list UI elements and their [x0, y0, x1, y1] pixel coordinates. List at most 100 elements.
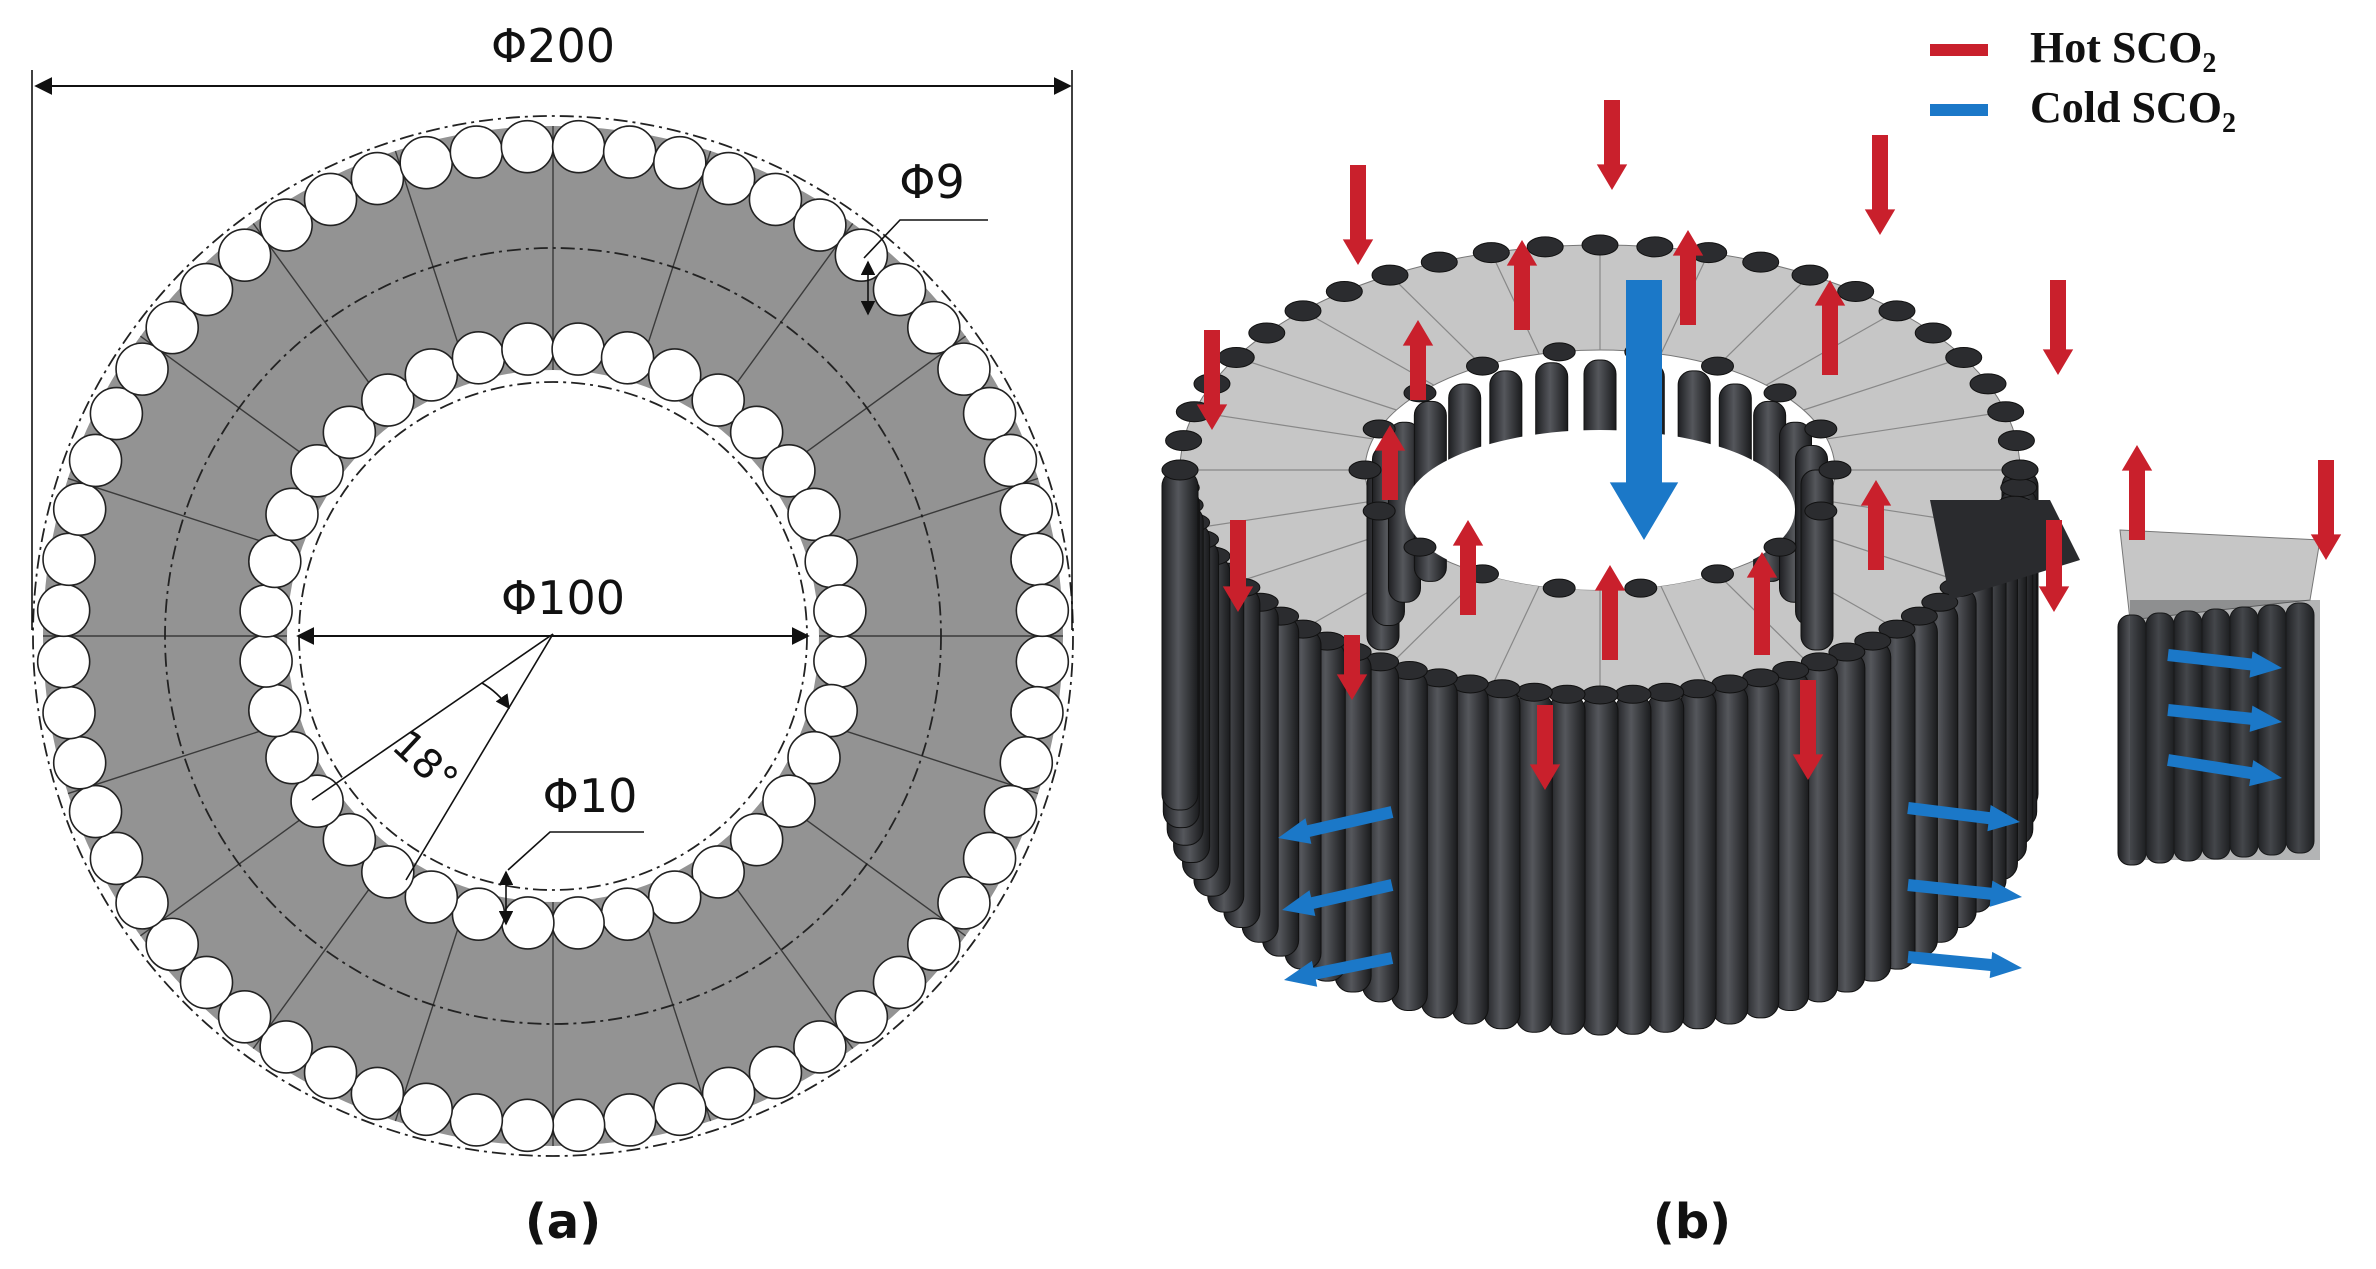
inner-rim-cap [1403, 537, 1437, 557]
tube-top-cap [1647, 682, 1685, 702]
hot-up-arrow [1594, 565, 1626, 660]
outer-channel-hole [259, 198, 313, 252]
hot-up-arrow [1672, 230, 1704, 325]
outer-channel-hole [551, 1098, 606, 1153]
segment-top [2119, 529, 2321, 621]
hot-down-arrow [2042, 280, 2074, 375]
inner-opening [1405, 430, 1795, 590]
inner-channel-hole [691, 373, 745, 427]
cold-side-arrow [1284, 952, 1394, 987]
inner-channel-hole [762, 444, 816, 498]
hot-up-arrow [1746, 552, 1778, 655]
back-rim-cap [1791, 264, 1829, 286]
outer-channel-hole [89, 386, 144, 441]
top-face-sector-line [1194, 411, 1374, 440]
top-face-sector-line [1660, 585, 1710, 688]
cold-side-arrow [1278, 806, 1394, 844]
hot-down-arrow [1336, 635, 1368, 700]
outer-wall-tube [1614, 693, 1652, 1035]
back-rim-cap [1472, 242, 1510, 264]
legend-hot-swatch [1930, 44, 1988, 56]
outer-channel-hole [350, 151, 405, 206]
inner-channel-hole [551, 322, 605, 376]
hot-down-arrow [2038, 520, 2070, 612]
inner-channel-hole [265, 487, 319, 542]
outer-channel-hole [303, 1045, 358, 1100]
cold-side-arrow [1907, 879, 2022, 907]
outer-channel-hole [179, 955, 234, 1010]
inner-channel-hole [265, 730, 319, 785]
outer-channel-hole [602, 1093, 657, 1147]
legend-cold-swatch [1930, 104, 1988, 116]
outer-channel-hole [999, 736, 1054, 790]
back-rim-cap [1420, 251, 1458, 273]
back-rim-cap [1945, 347, 1983, 368]
back-rim-cap [2001, 459, 2039, 481]
hot-up-arrow [1506, 240, 1538, 330]
outer-channel-hole [36, 583, 91, 638]
outer-channel-hole [793, 198, 847, 252]
outer-channel-hole [834, 990, 889, 1044]
top-face-sector-line [1389, 274, 1483, 367]
panel-a-caption: (a) [525, 1194, 601, 1250]
inner-rim-cap [1804, 419, 1838, 439]
top-face-sector-line [1194, 500, 1374, 529]
hot-up-arrow [2121, 445, 2153, 540]
outer-channel-hole [962, 386, 1017, 441]
inner-channel-hole [501, 896, 555, 950]
legend: Hot SCO2 Cold SCO2 [1930, 23, 2236, 139]
inner-channel-hole [813, 584, 867, 638]
outer-channel-hole [983, 433, 1038, 488]
overall-diameter-label: Φ200 [491, 19, 615, 73]
cut-face [1930, 500, 2080, 600]
hot-up-arrow [1814, 280, 1846, 375]
inner-channel-hole [451, 887, 506, 941]
dashdot-circle [164, 247, 942, 1025]
angle-arc [481, 682, 510, 710]
back-rim-cap [1997, 430, 2035, 452]
tube-top-cap [1515, 682, 1553, 702]
inner-channel-hole [787, 487, 841, 542]
outer-channel-hole [68, 433, 123, 488]
outer-wall-tube [1711, 683, 1749, 1025]
inner-channel-hole [600, 887, 655, 941]
tube-top-cap [1548, 684, 1586, 704]
tube-top-cap [1800, 652, 1838, 672]
outer-channel-hole [907, 917, 961, 972]
back-rim-cap [1914, 322, 1952, 344]
tube-top-cap [2000, 478, 2038, 498]
outer-wall-tube [1548, 693, 1586, 1035]
inner-channel-hole [322, 812, 377, 867]
outer-channel-hole [145, 300, 199, 355]
outer-channel-hole [653, 135, 707, 190]
outer-wall-tube [1679, 688, 1717, 1030]
outer-channel-hole [42, 685, 96, 740]
tube-top-cap [1581, 685, 1619, 705]
outer-channel-hole [1010, 532, 1064, 587]
outer-channel-hole [259, 1020, 313, 1074]
back-rim-cap [1878, 300, 1916, 322]
inner-rim-cap [1542, 578, 1576, 598]
legend-cold-label: Cold SCO2 [2030, 83, 2236, 139]
inner-channel-hole [361, 373, 415, 427]
back-rim-cap [1165, 430, 1203, 452]
tube-top-cap [1483, 679, 1521, 699]
inner-rim-cap [1624, 578, 1658, 598]
hot-down-arrow [1864, 135, 1896, 235]
segment-tube [2285, 602, 2315, 854]
inner-rim-cap [1362, 501, 1396, 521]
inner-channel-hole [239, 584, 293, 638]
back-rim-cap [1636, 236, 1674, 258]
top-face-sector-line [1826, 411, 2006, 440]
back-rim-cap [1742, 251, 1780, 273]
hot-down-arrow [1342, 165, 1374, 265]
outer-channel-hole [748, 172, 803, 227]
cold-side-arrow [1907, 802, 2020, 832]
tube-top-cap [1614, 684, 1652, 704]
angle-ray-1 [311, 633, 554, 801]
tube-top-cap [1878, 619, 1916, 639]
back-rim-cap [1325, 280, 1363, 302]
top-face-sector-line [1803, 356, 1964, 411]
inner-channel-hole [322, 405, 377, 460]
